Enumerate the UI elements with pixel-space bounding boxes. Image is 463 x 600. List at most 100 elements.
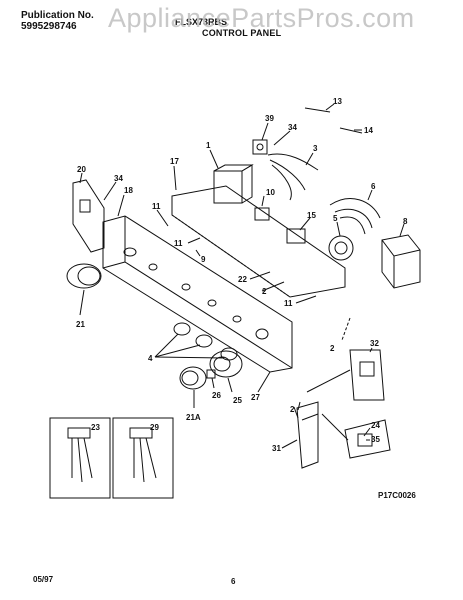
wire-harness-6a — [329, 198, 381, 219]
leader-6 — [367, 189, 373, 201]
callout-27: 27 — [251, 393, 260, 402]
panel-hole-5 — [232, 315, 242, 323]
control-panel-side — [102, 261, 126, 269]
wire-harness-3a — [267, 153, 319, 171]
leader-11b — [187, 237, 201, 244]
leader-10 — [261, 195, 265, 207]
leader-11a — [156, 209, 169, 227]
callout-2a: 2 — [262, 287, 267, 296]
callout-26: 26 — [212, 391, 221, 400]
panel-hole-4 — [207, 299, 217, 307]
switch-39-pin — [256, 143, 264, 151]
callout-1: 1 — [206, 141, 211, 150]
wire-harness-6c — [339, 216, 366, 235]
timer — [213, 170, 243, 204]
wire-14 — [339, 127, 363, 134]
watermark: AppliancePartsPros.com — [108, 3, 415, 33]
dial-25-hub — [213, 356, 231, 372]
knob-21-face — [77, 266, 101, 286]
callout-11b: 11 — [174, 239, 183, 248]
leader-17 — [173, 165, 177, 191]
end-cap-clip — [79, 199, 91, 213]
callout-11c: 11 — [284, 299, 293, 308]
publication-block: Publication No. 5995298746 — [21, 10, 94, 32]
publication-label: Publication No. — [21, 10, 94, 21]
callout-20: 20 — [77, 165, 86, 174]
callout-10: 10 — [266, 188, 275, 197]
leader-39 — [261, 122, 269, 141]
leader-21 — [79, 289, 85, 316]
leader-22 — [249, 271, 271, 280]
switch-39 — [252, 139, 268, 155]
callout-5: 5 — [333, 214, 338, 223]
callout-17: 17 — [170, 157, 179, 166]
knob-21a — [179, 366, 207, 390]
callout-3: 3 — [313, 144, 318, 153]
leader-25 — [227, 377, 233, 393]
switch-10 — [254, 207, 270, 221]
leader-5 — [336, 221, 341, 237]
bracket-31 — [296, 401, 319, 469]
callout-31: 31 — [272, 444, 281, 453]
callout-29: 29 — [150, 423, 159, 432]
panel-hole-1 — [123, 247, 137, 257]
callout-labels: 1 2 2 2 3 4 5 6 8 9 10 11 11 11 13 14 15… — [76, 97, 408, 453]
leader-4 — [154, 333, 225, 359]
callout-35: 35 — [371, 435, 380, 444]
callout-11a: 11 — [152, 202, 161, 211]
callout-2b: 2 — [330, 344, 335, 353]
knob-21 — [66, 263, 102, 289]
inset-23-plug — [67, 427, 91, 439]
leader-2a — [261, 281, 285, 292]
panel-hole-6 — [255, 328, 269, 340]
leader-32-detail — [306, 369, 351, 393]
callout-6: 6 — [371, 182, 376, 191]
section-title: CONTROL PANEL — [202, 28, 282, 38]
pressure-switch — [328, 235, 354, 261]
leader-24 — [363, 427, 371, 437]
callout-4: 4 — [148, 354, 153, 363]
knob-21a-face — [181, 370, 199, 386]
leader-27 — [257, 371, 271, 393]
wire-13 — [304, 107, 331, 113]
callout-21: 21 — [76, 320, 85, 329]
pressure-switch-center — [334, 241, 348, 255]
footer-date: 05/97 — [33, 575, 54, 584]
callout-8: 8 — [403, 217, 408, 226]
callout-13: 13 — [333, 97, 342, 106]
knob-4b — [195, 334, 213, 348]
leader-31 — [281, 439, 298, 449]
control-panel-face-edge — [124, 216, 293, 369]
wire-harness-3b — [269, 159, 306, 191]
panel-hole-3 — [181, 283, 191, 291]
panel-hole-2 — [148, 263, 158, 271]
callout-9: 9 — [201, 255, 206, 264]
switch-15 — [286, 228, 306, 244]
leader-3 — [305, 152, 314, 166]
timer-side — [241, 164, 253, 204]
leader-1 — [209, 149, 219, 169]
footer-page-number: 6 — [231, 577, 236, 586]
detail-32-clip — [359, 361, 375, 377]
console-back-panel — [171, 185, 346, 298]
inset-23-box — [49, 417, 111, 499]
bracket-31-edge — [301, 413, 319, 421]
callout-25: 25 — [233, 396, 242, 405]
leader-11c — [295, 295, 317, 304]
leader-34 — [273, 130, 291, 146]
wire-harness-3c — [271, 164, 292, 201]
figure-code: P17C0026 — [378, 491, 416, 500]
publication-number: 5995298746 — [21, 21, 77, 32]
detail-35 — [344, 419, 391, 459]
spring-26 — [206, 369, 216, 379]
inset-29-plug — [129, 427, 153, 439]
knob-4a — [173, 322, 191, 336]
callout-23: 23 — [91, 423, 100, 432]
leader-13 — [325, 103, 335, 111]
callout-14: 14 — [364, 126, 373, 135]
leader-2c — [293, 406, 299, 419]
callout-2c: 2 — [290, 405, 295, 414]
leader-20 — [79, 172, 83, 184]
callout-32: 32 — [370, 339, 379, 348]
